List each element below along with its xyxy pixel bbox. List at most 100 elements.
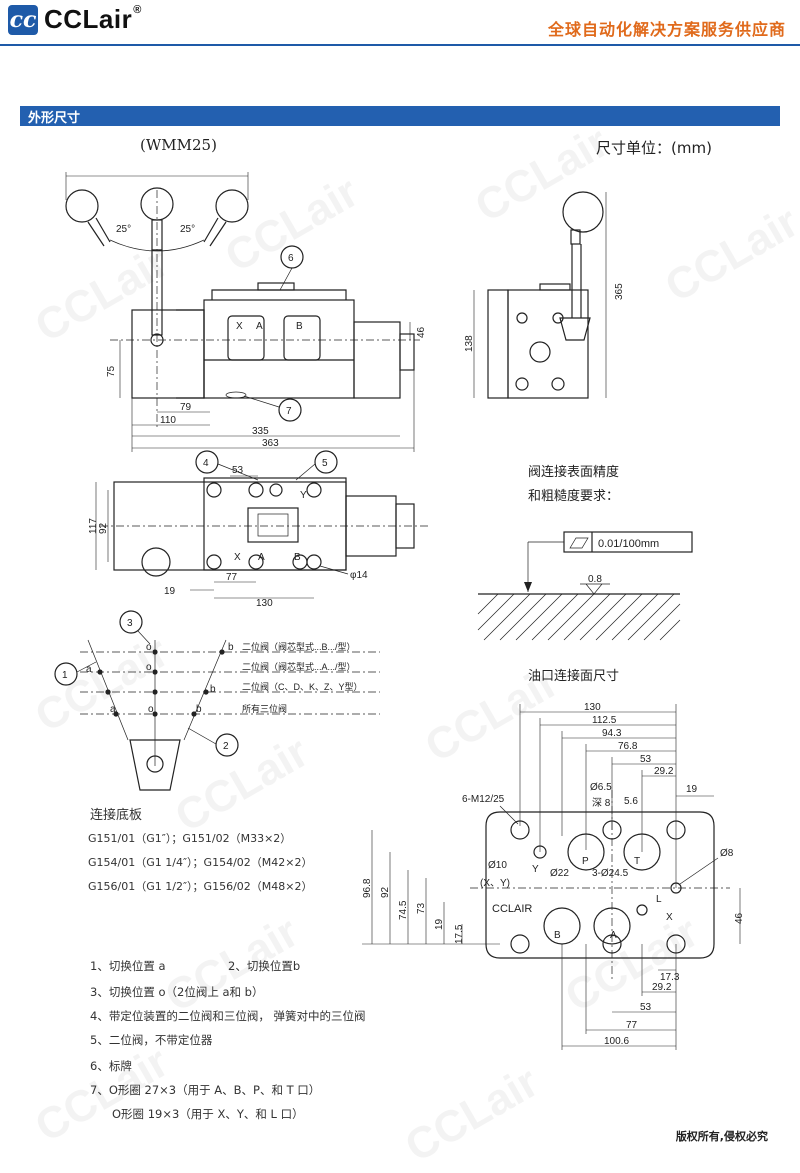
port-x: X — [666, 912, 673, 923]
base-plate-row: G154/01（G1 1/4″）；G154/02（M42×2） — [88, 856, 313, 869]
pos-line-3: 二位阀（C、D、K、Z、Y型） — [242, 681, 363, 692]
note-2: 2、切换位置b — [228, 959, 301, 973]
callout-6-label: 6 — [288, 253, 294, 264]
copyright: 版权所有,侵权必究 — [675, 1130, 768, 1143]
dim-130: 130 — [256, 598, 273, 609]
base-plate-row: G151/01（G1″）；G151/02（M33×2） — [88, 832, 292, 845]
dim-top: 94.3 — [602, 728, 622, 739]
dim-top: 112.5 — [592, 715, 617, 726]
callout-7 — [278, 398, 302, 422]
dim-phi14: φ14 — [350, 570, 368, 581]
note-3: 3、切换位置 o（2位阀上 a和 b） — [90, 985, 264, 999]
callout-5-label: 5 — [322, 458, 328, 469]
note-7b: O形圈 19×3（用于 X、Y、和 L 口） — [112, 1107, 304, 1121]
header-divider — [0, 44, 800, 46]
dim-right: 46 — [734, 912, 745, 924]
dim-left: 74.5 — [398, 900, 409, 920]
dim-top: 76.8 — [618, 741, 638, 752]
brand-logo: cc CCLair® — [8, 4, 142, 35]
front-port-b: B — [296, 321, 303, 332]
top-port-y: Y — [300, 490, 307, 501]
pos-line-1: 二位阀（阀芯型式...B.../型） — [242, 641, 356, 652]
front-port-a: A — [256, 321, 263, 332]
dim-left: 17.5 — [454, 924, 465, 944]
dim-left: 92 — [380, 886, 391, 898]
callout-4-label: 4 — [203, 458, 209, 469]
logo-mark-icon: cc — [8, 4, 38, 35]
port-p: P — [582, 856, 589, 867]
label-phi22: Ø22 — [550, 868, 569, 879]
dim-bottom: 100.6 — [604, 1036, 629, 1047]
dim-46: 46 — [416, 326, 427, 338]
label-thread: 6-M12/25 — [462, 794, 505, 805]
dim-110: 110 — [160, 415, 176, 426]
pos-letter: o — [146, 662, 152, 673]
switch-positions: 3 1 2 b o a o b a o b 二位阀（阀芯型式...B.../型）… — [54, 610, 380, 791]
top-port-b: B — [294, 552, 301, 563]
plate-brand: CCLAIR — [492, 903, 532, 915]
section-bar — [20, 106, 780, 126]
angle-right: 25° — [180, 224, 195, 235]
note-1: 1、切换位置 a — [90, 959, 166, 973]
dim-365: 365 — [614, 283, 625, 300]
callout-3-label: 3 — [127, 618, 133, 629]
dim-left: 73 — [416, 902, 427, 914]
port-y: Y — [532, 864, 539, 875]
registered-mark: ® — [133, 4, 142, 16]
port-a: A — [610, 930, 617, 941]
flatness-value: 0.01/100mm — [598, 538, 659, 550]
label-xy: (X、Y) — [480, 878, 510, 889]
label-3-phi24-5: 3-Ø24.5 — [592, 868, 629, 879]
base-plate-row: G156/01（G1 1/2″）；G156/02（M48×2） — [88, 880, 313, 893]
pos-letter: b — [196, 704, 202, 715]
dim-bottom: 17.3 — [660, 972, 680, 983]
pos-letter: b — [210, 684, 216, 695]
pos-letter: a — [110, 704, 116, 715]
dim-left: 96.8 — [362, 878, 373, 898]
label-5-6: 5.6 — [624, 796, 638, 807]
pos-letter: a — [86, 664, 92, 675]
label-depth: 深 8 — [592, 797, 611, 809]
port-plate — [485, 811, 715, 959]
label-phi8: Ø8 — [720, 848, 734, 859]
callout-2 — [215, 733, 239, 757]
surface-title-2: 和粗糙度要求： — [528, 488, 619, 503]
pos-letter: b — [228, 642, 234, 653]
callout-4 — [195, 450, 219, 474]
dim-117: 117 — [88, 518, 99, 534]
port-l: L — [656, 894, 662, 905]
callout-3 — [119, 610, 143, 634]
lever-ball-left — [65, 189, 99, 223]
callout-7-label: 7 — [286, 406, 292, 417]
roughness-value: 0.8 — [588, 574, 602, 585]
side-view: 138 365 — [464, 191, 625, 399]
dim-335: 335 — [252, 426, 269, 437]
port-face-title: 油口连接面尺寸 — [528, 668, 619, 683]
angle-left: 25° — [116, 224, 131, 235]
base-plate-title: 连接底板 — [90, 808, 143, 823]
lever-ball-right — [215, 189, 249, 223]
dim-53: 53 — [232, 465, 244, 476]
dim-138: 138 — [464, 335, 475, 352]
section-title: 外形尺寸 — [28, 111, 81, 126]
label-phi10: Ø10 — [488, 860, 507, 871]
dim-bottom: 53 — [640, 1002, 652, 1013]
front-port-x: X — [236, 321, 243, 332]
dim-75: 75 — [106, 365, 117, 377]
top-port-x: X — [234, 552, 241, 563]
dim-top: 130 — [584, 702, 601, 713]
dim-79: 79 — [180, 402, 192, 413]
dim-bottom: 77 — [626, 1020, 638, 1031]
slogan: 全球自动化解决方案服务供应商 — [547, 20, 786, 39]
dim-left: 19 — [434, 918, 445, 930]
unit-label: 尺寸单位：(mm) — [596, 139, 712, 157]
port-t: T — [634, 856, 640, 867]
dim-92: 92 — [98, 522, 109, 534]
callout-1-label: 1 — [62, 670, 68, 681]
pos-line-2: 二位阀（阀芯型式...A.../型） — [242, 661, 356, 672]
brand-name: CCLair® — [44, 4, 142, 34]
callout-5 — [314, 450, 338, 474]
note-7: 7、O形圈 27×3（用于 A、B、P、和 T 口） — [90, 1083, 321, 1097]
front-view: 25° 25° X A B 6 7 75 46 79 — [65, 172, 427, 452]
